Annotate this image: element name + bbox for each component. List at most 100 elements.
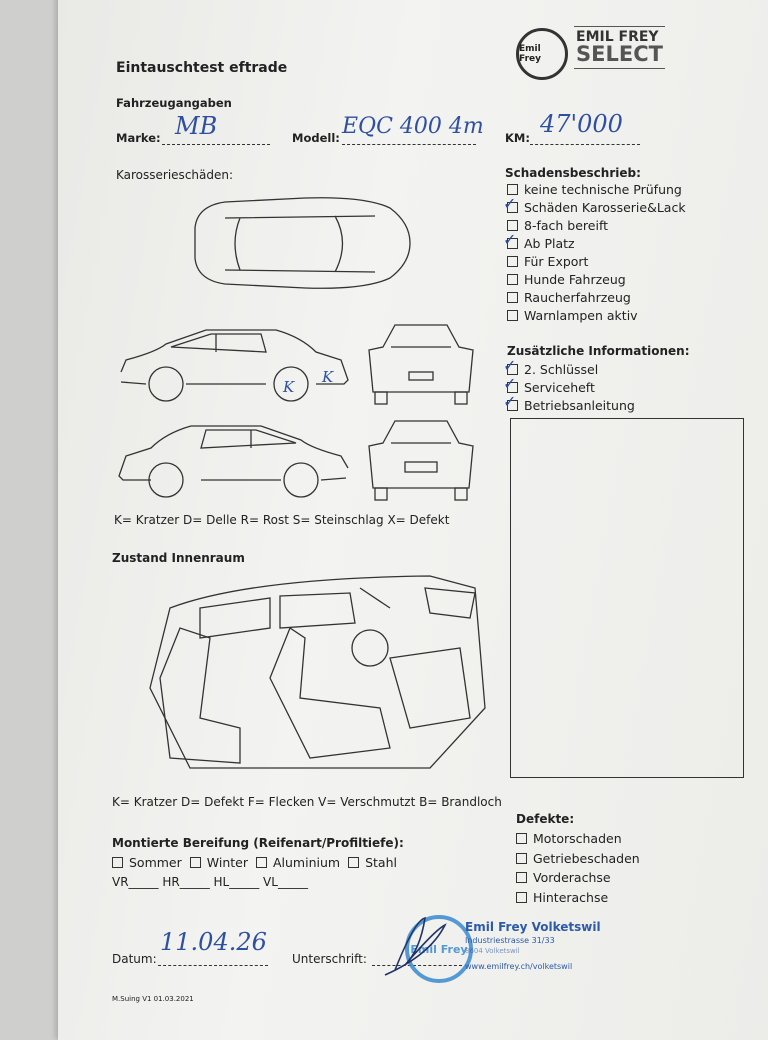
checkbox[interactable] bbox=[507, 255, 518, 267]
checkbox-item[interactable]: Betriebsanleitung bbox=[503, 392, 635, 414]
stamp-website: www.emilfrey.ch/volketswil bbox=[465, 962, 573, 971]
body-damage-heading: Karosserieschäden: bbox=[116, 168, 234, 182]
notes-box[interactable] bbox=[510, 418, 744, 778]
checkbox-item[interactable]: Für Export bbox=[507, 252, 686, 270]
checkbox-label: Hinterachse bbox=[533, 889, 609, 905]
checkbox-item[interactable]: Serviceheft bbox=[503, 374, 635, 396]
km-field[interactable] bbox=[530, 143, 640, 145]
model-field[interactable] bbox=[342, 143, 476, 145]
date-field[interactable] bbox=[158, 964, 268, 966]
checkbox-item[interactable]: Aluminium bbox=[255, 853, 341, 871]
checkbox-item[interactable]: Ab Platz bbox=[503, 230, 686, 252]
checkbox-label: Stahl bbox=[365, 854, 397, 870]
checkbox[interactable] bbox=[507, 309, 518, 321]
logo-line1: EMIL FREY bbox=[576, 29, 659, 45]
page-title: Eintauschtest eftrade bbox=[116, 60, 288, 76]
checkbox[interactable] bbox=[503, 194, 518, 213]
brand-value: MB bbox=[175, 112, 218, 140]
checkbox[interactable] bbox=[189, 856, 201, 868]
km-value: 47'000 bbox=[540, 110, 623, 138]
checkbox-item[interactable]: 8-fach bereift bbox=[507, 216, 686, 234]
checkbox-label: Hunde Fahrzeug bbox=[524, 271, 626, 287]
checkbox-label: Serviceheft bbox=[524, 379, 595, 395]
checkbox-label: 2. Schlüssel bbox=[524, 361, 599, 377]
damage-description-list: keine technische PrüfungSchäden Karosser… bbox=[503, 180, 686, 324]
checkbox-item[interactable]: Schäden Karosserie&Lack bbox=[503, 194, 686, 216]
date-label: Datum: bbox=[112, 952, 157, 966]
body-damage-legend: K= Kratzer D= Delle R= Rost S= Steinschl… bbox=[114, 513, 450, 527]
checkbox-item[interactable]: keine technische Prüfung bbox=[507, 180, 686, 198]
stamp-city: 8604 Volketswil bbox=[465, 947, 520, 955]
model-value: EQC 400 4m bbox=[342, 114, 484, 139]
damage-mark-k: K bbox=[322, 368, 334, 386]
checkbox-item[interactable]: Sommer bbox=[112, 853, 182, 871]
checkbox-item[interactable]: Hinterachse bbox=[516, 888, 640, 908]
checkbox-label: Betriebsanleitung bbox=[524, 397, 635, 413]
checkbox[interactable] bbox=[348, 856, 360, 868]
emil-frey-logo: Emil Frey bbox=[516, 28, 568, 80]
car-top-view bbox=[194, 197, 411, 289]
checkbox-item[interactable]: 2. Schlüssel bbox=[503, 356, 635, 378]
checkbox-label: Raucherfahrzeug bbox=[524, 289, 631, 305]
checkbox[interactable] bbox=[516, 872, 527, 884]
car-side-right-view bbox=[118, 425, 349, 498]
checkbox-item[interactable]: Raucherfahrzeug bbox=[507, 288, 686, 306]
tire-options: Sommer Winter Aluminium Stahl bbox=[112, 853, 397, 871]
checkbox-item[interactable]: Warnlampen aktiv bbox=[507, 306, 686, 324]
stamp-name: Emil Frey Volketswil bbox=[465, 920, 601, 934]
defects-heading: Defekte: bbox=[516, 812, 575, 826]
brand-label: Marke: bbox=[116, 131, 161, 145]
checkbox-label: Vorderachse bbox=[533, 870, 611, 886]
checkbox-label: Ab Platz bbox=[524, 235, 575, 251]
checkbox-label: 8-fach bereift bbox=[524, 217, 609, 233]
checkbox[interactable] bbox=[112, 856, 123, 868]
interior-heading: Zustand Innenraum bbox=[112, 551, 245, 565]
vehicle-heading: Fahrzeugangaben bbox=[116, 96, 232, 110]
stamp-street: Industriestrasse 31/33 bbox=[465, 936, 555, 945]
checkbox-item[interactable]: Stahl bbox=[348, 853, 397, 871]
checkbox-label: Getriebeschaden bbox=[533, 850, 640, 866]
additional-info-list: 2. SchlüsselServiceheftBetriebsanleitung bbox=[503, 356, 635, 414]
additional-info-heading: Zusätzliche Informationen: bbox=[507, 344, 690, 358]
checkbox[interactable] bbox=[516, 852, 527, 864]
checkbox[interactable] bbox=[503, 392, 518, 411]
damage-mark-k: K bbox=[283, 378, 295, 396]
model-label: Modell: bbox=[292, 131, 340, 145]
checkbox-label: Schäden Karosserie&Lack bbox=[524, 199, 686, 215]
checkbox[interactable] bbox=[503, 230, 518, 249]
signature bbox=[384, 916, 447, 976]
checkbox[interactable] bbox=[516, 891, 527, 903]
checkbox-label: Warnlampen aktiv bbox=[524, 307, 638, 323]
emil-frey-select-logo: EMIL FREY SELECT bbox=[574, 26, 665, 69]
checkbox-label: Aluminium bbox=[272, 854, 341, 870]
car-side-left-view bbox=[120, 329, 349, 402]
checkbox-item[interactable]: Motorschaden bbox=[516, 829, 640, 849]
car-interior-diagram bbox=[149, 575, 486, 769]
car-front-view bbox=[368, 324, 474, 405]
checkbox-item[interactable]: Vorderachse bbox=[516, 868, 640, 888]
checkbox[interactable] bbox=[507, 273, 518, 285]
checkbox-item[interactable]: Getriebeschaden bbox=[516, 849, 640, 869]
checkbox-label: Für Export bbox=[524, 253, 589, 269]
damage-description-heading: Schadensbeschrieb: bbox=[505, 166, 641, 180]
checkbox[interactable] bbox=[507, 291, 518, 303]
checkbox[interactable] bbox=[516, 833, 527, 845]
checkbox-label: keine technische Prüfung bbox=[524, 181, 682, 197]
form-sheet bbox=[58, 0, 768, 1040]
checkbox-item[interactable]: Hunde Fahrzeug bbox=[507, 270, 686, 288]
brand-field[interactable] bbox=[162, 143, 270, 145]
checkbox-label: Sommer bbox=[129, 854, 182, 870]
checkbox-label: Winter bbox=[206, 854, 248, 870]
tires-heading: Montierte Bereifung (Reifenart/Profiltie… bbox=[112, 836, 404, 850]
logo-line2: SELECT bbox=[576, 42, 663, 66]
car-rear-view bbox=[368, 420, 474, 501]
checkbox-item[interactable]: Winter bbox=[189, 853, 248, 871]
checkbox[interactable] bbox=[255, 856, 267, 868]
form-version: M.Suing V1 01.03.2021 bbox=[112, 995, 194, 1003]
date-value: 11.04.26 bbox=[160, 928, 267, 956]
tire-depth-fields[interactable]: VR_____ HR_____ HL_____ VL_____ bbox=[112, 875, 308, 889]
checkbox-label: Motorschaden bbox=[533, 831, 622, 847]
dealer-stamp-logo: Emil Frey bbox=[405, 915, 473, 983]
km-label: KM: bbox=[505, 131, 530, 145]
